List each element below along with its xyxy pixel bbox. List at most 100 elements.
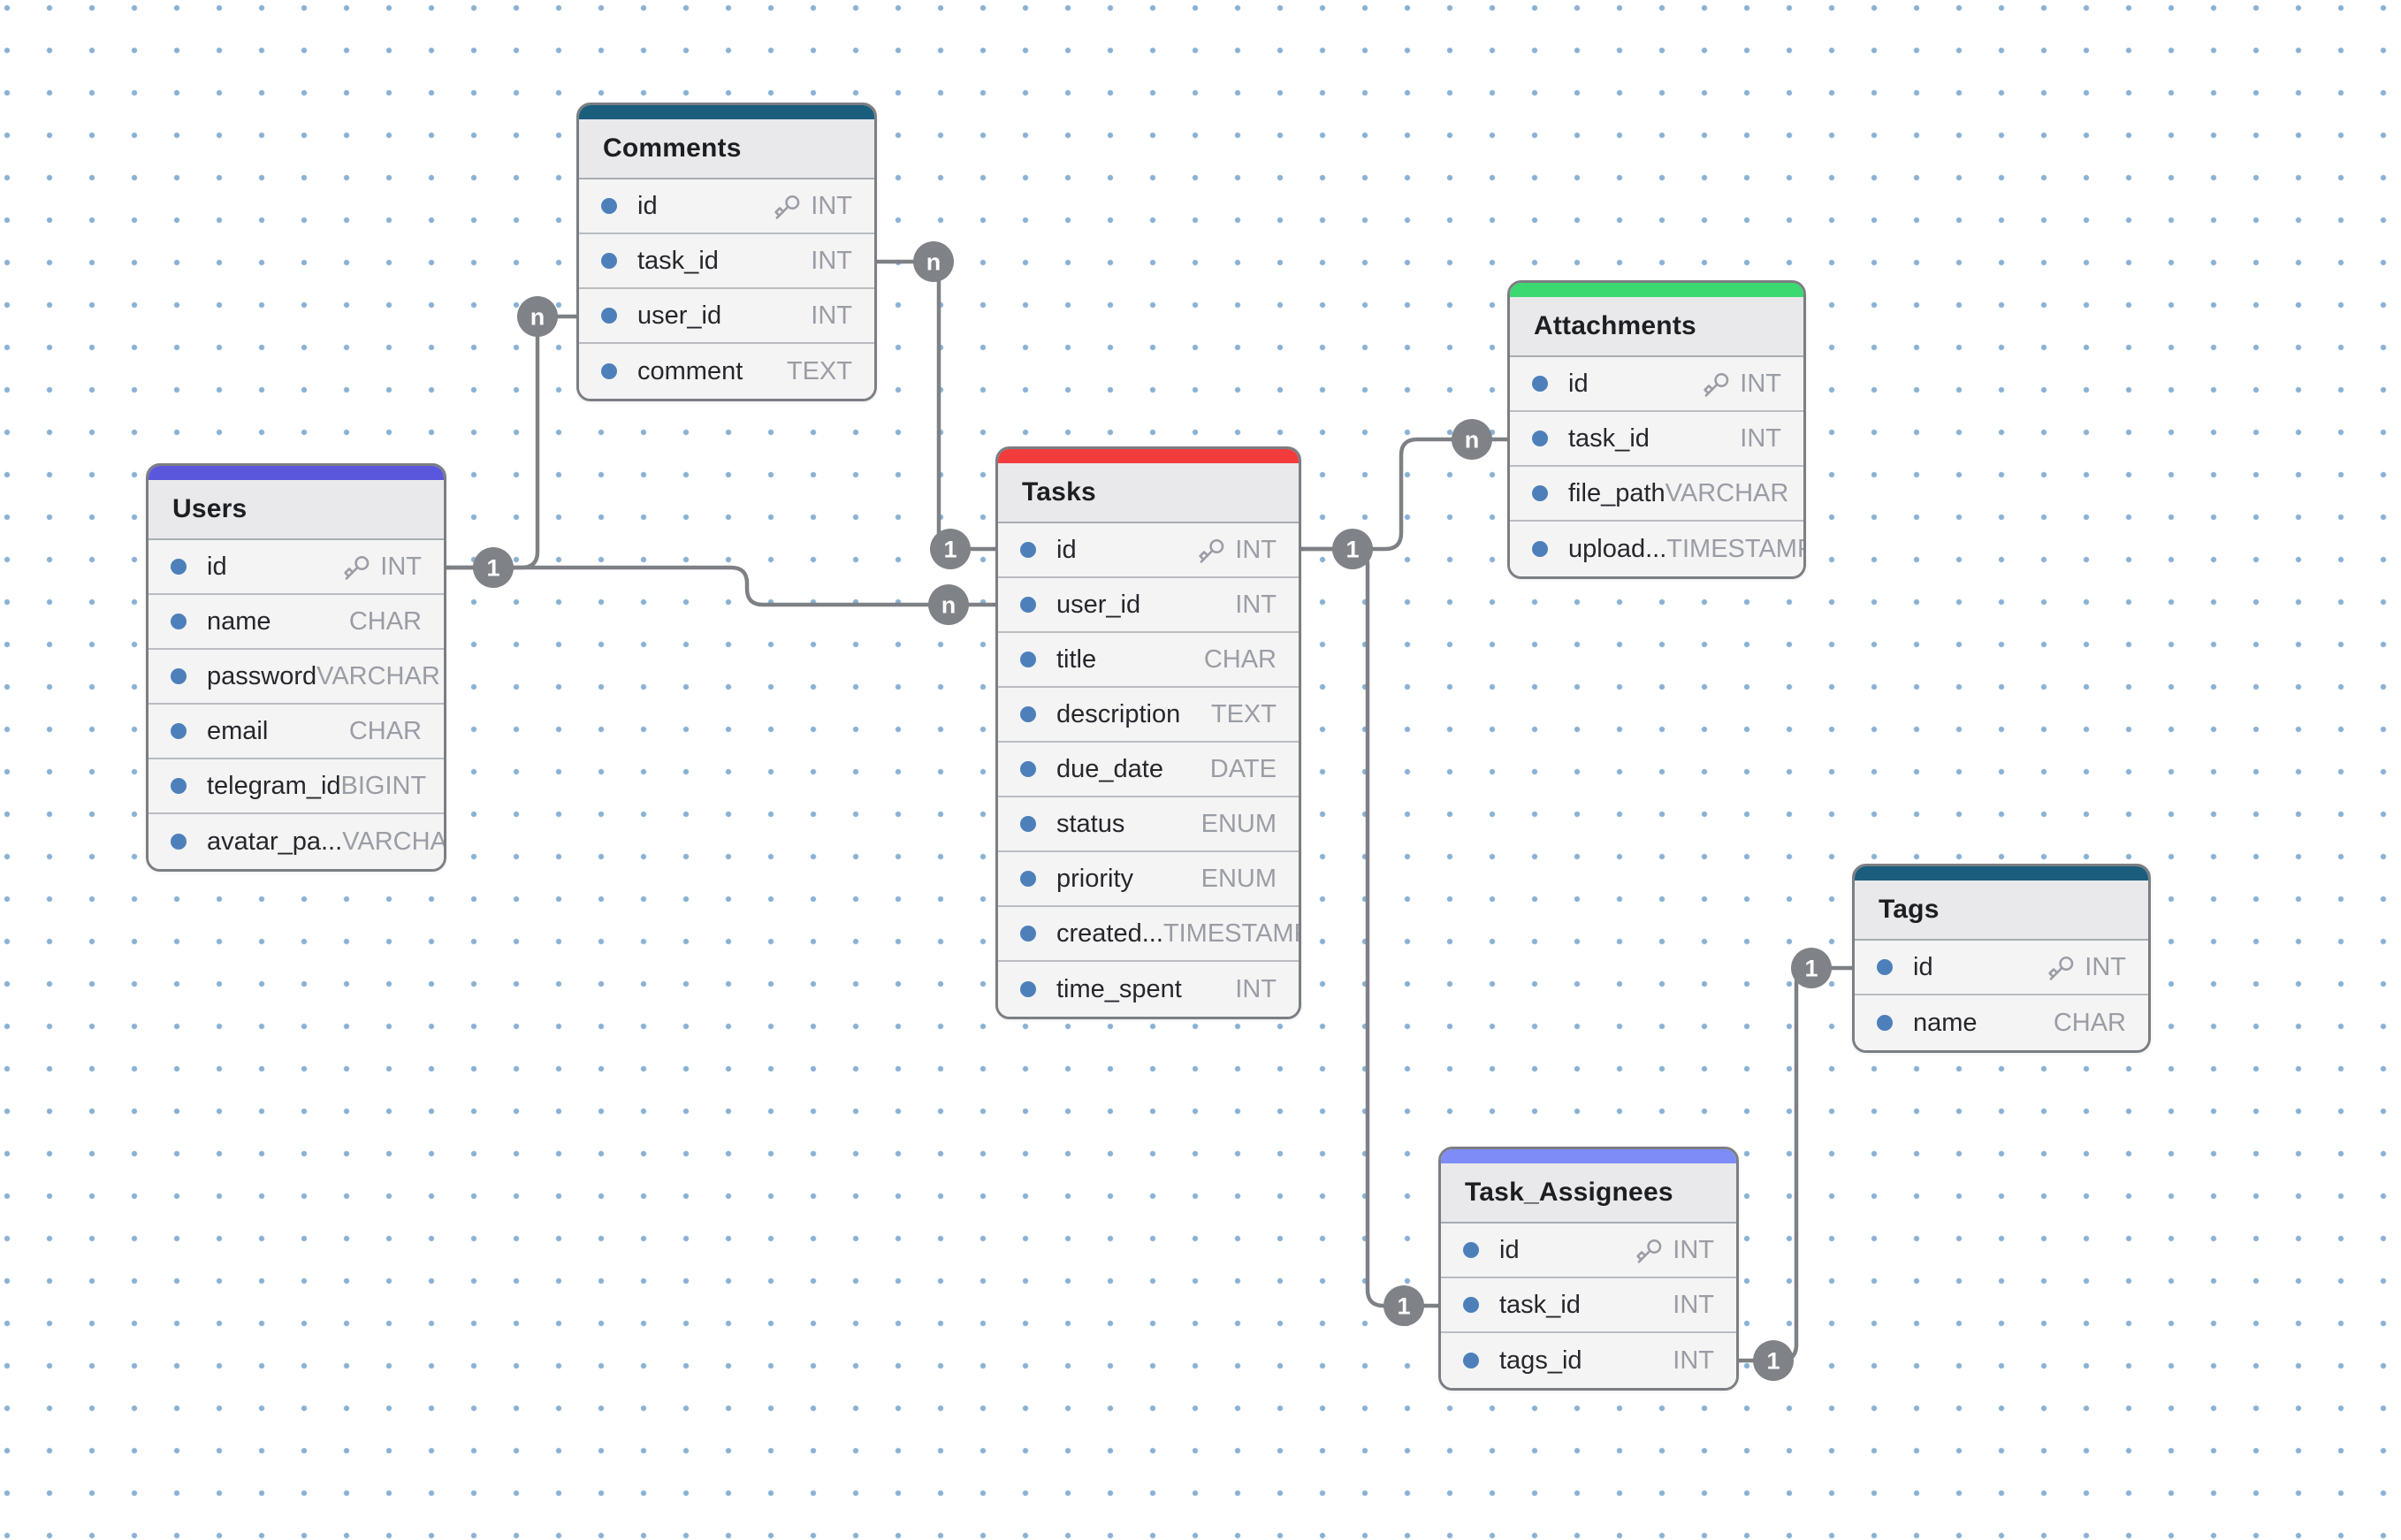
field-row[interactable]: id INT bbox=[1441, 1224, 1736, 1278]
field-row[interactable]: telegram_id BIGINT bbox=[149, 759, 444, 814]
field-dot-icon bbox=[1020, 542, 1036, 558]
field-dot-icon bbox=[171, 834, 187, 850]
field-type-text: VARCHAR bbox=[316, 661, 440, 690]
field-name: task_id bbox=[1568, 423, 1650, 453]
field-type: TIMESTAMP bbox=[1666, 535, 1803, 564]
field-dot-icon bbox=[1877, 959, 1893, 975]
field-row[interactable]: id INT bbox=[579, 179, 874, 234]
field-name: description bbox=[1056, 699, 1181, 728]
table-attachments[interactable]: Attachments id INT task_id bbox=[1507, 280, 1806, 579]
field-row[interactable]: id INT bbox=[149, 540, 444, 595]
field-type: VARCHAR bbox=[1665, 479, 1789, 508]
field-type: CHAR bbox=[349, 717, 422, 746]
field-row[interactable]: avatar_pa... VARCHAR bbox=[149, 814, 444, 869]
field-row[interactable]: task_id INT bbox=[1510, 412, 1803, 467]
field-type: DATE bbox=[1210, 755, 1277, 784]
field-row[interactable]: user_id INT bbox=[579, 289, 874, 344]
field-row[interactable]: tags_id INT bbox=[1441, 1333, 1736, 1388]
field-type-text: INT bbox=[811, 301, 852, 330]
field-row[interactable]: name CHAR bbox=[1855, 995, 2148, 1050]
field-type: INT bbox=[2047, 953, 2126, 982]
table-comments[interactable]: Comments id INT task_id bbox=[576, 103, 877, 401]
table-name: Users bbox=[172, 494, 248, 523]
field-type: INT bbox=[1740, 424, 1781, 454]
field-dot-icon bbox=[1532, 485, 1548, 501]
field-type-text: CHAR bbox=[2053, 1008, 2126, 1037]
field-type-text: VARCHAR bbox=[1665, 478, 1789, 507]
field-dot-icon bbox=[601, 253, 617, 269]
relationship-line[interactable] bbox=[1299, 437, 1510, 552]
cardinality-badge bbox=[473, 547, 514, 588]
field-type-text: ENUM bbox=[1200, 809, 1277, 838]
field-type: VARCHAR bbox=[316, 662, 440, 691]
field-dot-icon bbox=[601, 308, 617, 324]
field-row[interactable]: name CHAR bbox=[149, 595, 444, 650]
field-type-text: DATE bbox=[1209, 754, 1277, 783]
field-row[interactable]: comment TEXT bbox=[579, 344, 874, 399]
table-header-strip bbox=[998, 449, 1299, 463]
table-tags[interactable]: Tags id INT name bbox=[1852, 864, 2151, 1053]
table-rows: id INT user_id INT bbox=[998, 523, 1299, 1017]
field-row[interactable]: due_date DATE bbox=[998, 743, 1299, 797]
field-row[interactable]: created... TIMESTAMP bbox=[998, 907, 1299, 962]
field-type-text: INT bbox=[1235, 535, 1277, 564]
field-name: id bbox=[1499, 1235, 1520, 1264]
field-row[interactable]: password VARCHAR bbox=[149, 650, 444, 705]
field-type: VARCHAR bbox=[342, 827, 444, 857]
field-row[interactable]: title CHAR bbox=[998, 633, 1299, 688]
field-dot-icon bbox=[601, 363, 617, 379]
field-dot-icon bbox=[1020, 761, 1036, 777]
field-row[interactable]: priority ENUM bbox=[998, 852, 1299, 907]
field-row[interactable]: description TEXT bbox=[998, 688, 1299, 743]
field-name: avatar_pa... bbox=[207, 827, 343, 856]
field-row[interactable]: task_id INT bbox=[1441, 1278, 1736, 1333]
field-type: INT bbox=[1198, 536, 1277, 565]
field-type-text: INT bbox=[2085, 952, 2126, 981]
field-row[interactable]: upload... TIMESTAMP bbox=[1510, 522, 1803, 576]
field-type: BIGINT bbox=[341, 772, 427, 801]
field-row[interactable]: id INT bbox=[1855, 941, 2148, 995]
relationship-line[interactable] bbox=[1736, 965, 1855, 1363]
field-type: INT bbox=[811, 301, 852, 331]
field-name: time_spent bbox=[1056, 974, 1182, 1003]
field-name: id bbox=[1056, 535, 1077, 564]
field-type: CHAR bbox=[2054, 1009, 2126, 1038]
cardinality-badge-label: n bbox=[926, 249, 941, 276]
table-header-strip bbox=[579, 105, 874, 119]
table-users[interactable]: Users id INT name bbox=[146, 463, 446, 872]
cardinality-badge bbox=[1452, 419, 1492, 460]
field-name: comment bbox=[637, 356, 743, 385]
field-type: INT bbox=[343, 553, 422, 582]
field-row[interactable]: id INT bbox=[1510, 357, 1803, 412]
table-tasks[interactable]: Tasks id INT user_id bbox=[995, 446, 1301, 1019]
field-row[interactable]: time_spent INT bbox=[998, 962, 1299, 1017]
relationship-line[interactable] bbox=[444, 314, 579, 570]
relationship-line[interactable] bbox=[444, 565, 998, 607]
cardinality-badge bbox=[1383, 1285, 1424, 1326]
field-name: upload... bbox=[1568, 534, 1667, 563]
field-row[interactable]: task_id INT bbox=[579, 234, 874, 289]
field-row[interactable]: user_id INT bbox=[998, 578, 1299, 633]
field-row[interactable]: id INT bbox=[998, 523, 1299, 578]
field-type-text: TIMESTAMP bbox=[1162, 919, 1301, 948]
field-row[interactable]: email CHAR bbox=[149, 705, 444, 759]
primary-key-icon bbox=[1636, 1239, 1662, 1263]
field-name: user_id bbox=[1056, 590, 1141, 619]
field-type-text: INT bbox=[1235, 590, 1277, 619]
field-dot-icon bbox=[1463, 1297, 1479, 1313]
field-row[interactable]: file_path VARCHAR bbox=[1510, 467, 1803, 522]
relationship-line[interactable] bbox=[1299, 546, 1441, 1308]
field-type-text: CHAR bbox=[348, 606, 422, 636]
table-header-strip bbox=[149, 466, 444, 480]
field-dot-icon bbox=[171, 778, 187, 794]
table-title: Attachments bbox=[1510, 297, 1803, 357]
field-type-text: INT bbox=[811, 246, 852, 275]
field-type: INT bbox=[1703, 370, 1781, 399]
relationship-line[interactable] bbox=[874, 259, 998, 552]
field-row[interactable]: status ENUM bbox=[998, 797, 1299, 852]
field-type-text: CHAR bbox=[348, 716, 422, 745]
field-type-text: INT bbox=[1235, 974, 1277, 1003]
cardinality-badge-label: 1 bbox=[1804, 956, 1818, 982]
table-task_assignees[interactable]: Task_Assignees id INT task_id bbox=[1438, 1147, 1739, 1391]
